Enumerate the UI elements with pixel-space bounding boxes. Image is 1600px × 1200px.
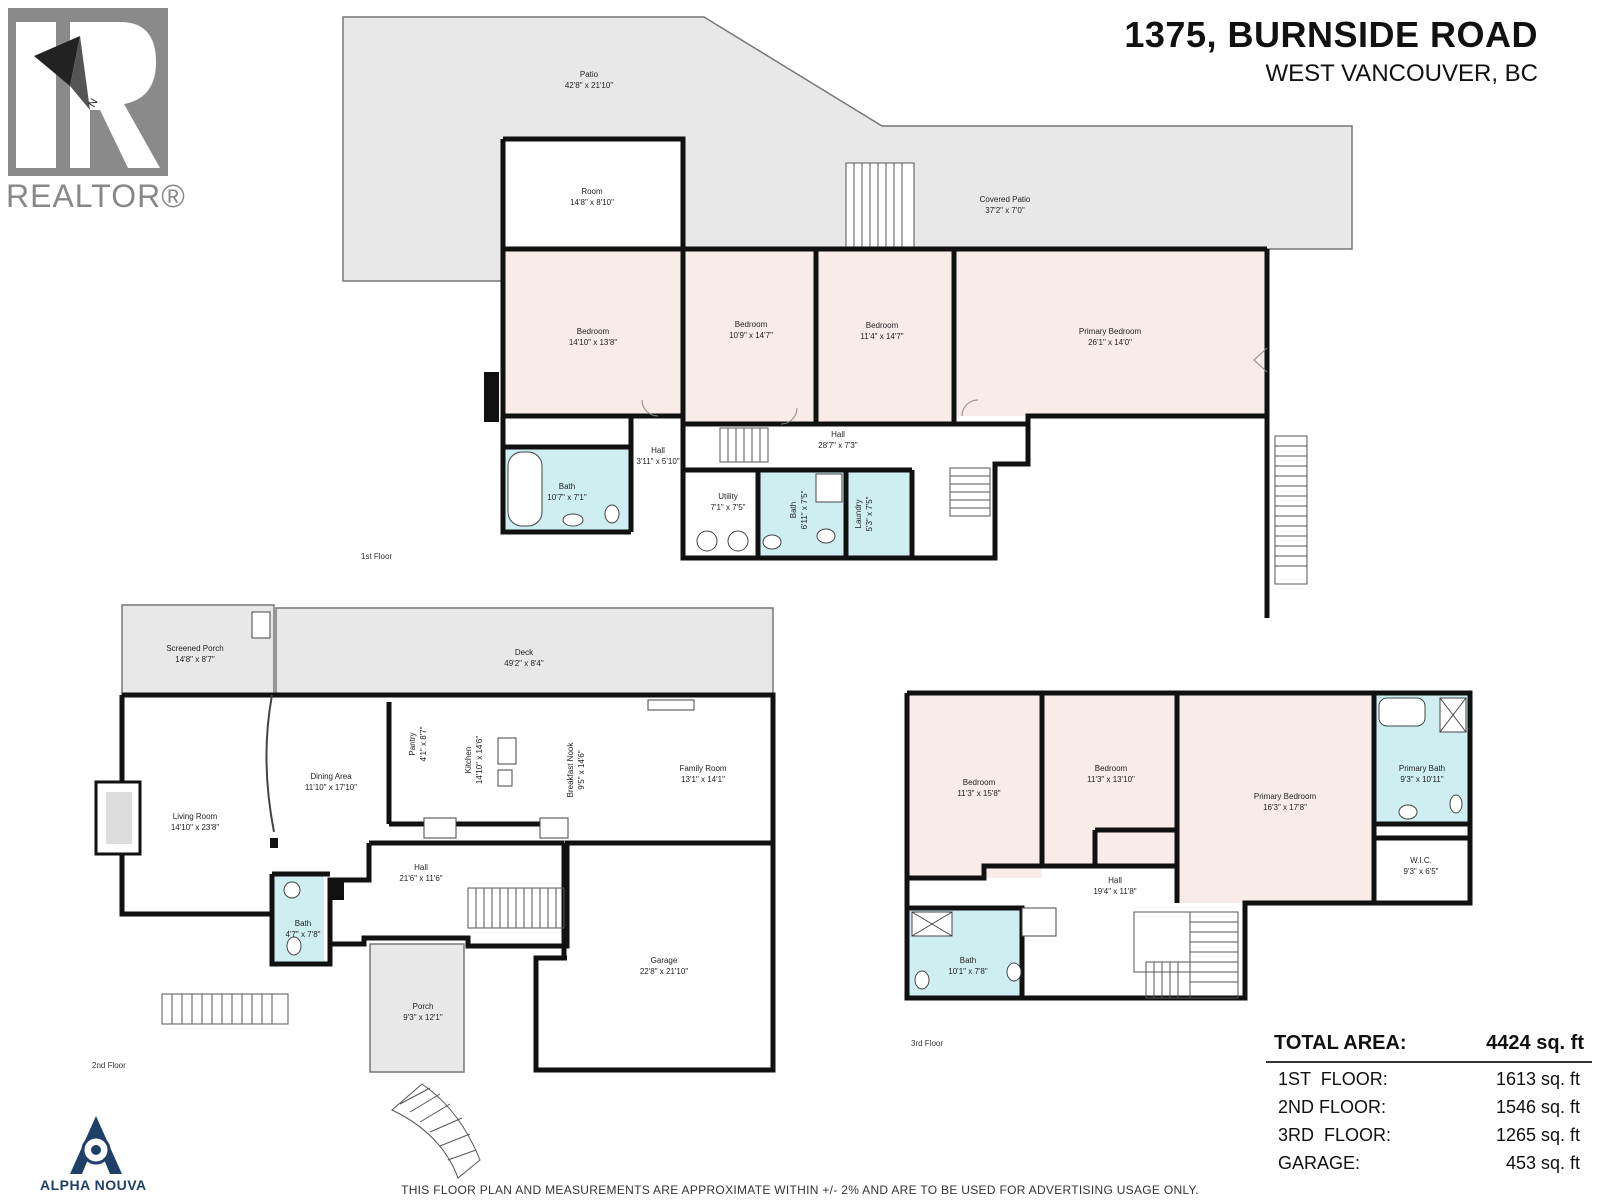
third-floor-plan bbox=[904, 690, 1473, 1001]
disclaimer-text: THIS FLOOR PLAN AND MEASUREMENTS ARE APP… bbox=[401, 1183, 1199, 1197]
property-city: WEST VANCOUVER, BC bbox=[1265, 60, 1538, 87]
floor-label-second: 2nd Floor bbox=[92, 1061, 126, 1070]
area-row-first-floor: 1ST FLOOR: 1613 sq. ft bbox=[1266, 1063, 1592, 1091]
area-total-label: TOTAL AREA: bbox=[1274, 1032, 1407, 1054]
area-row-third-floor: 3RD FLOOR: 1265 sq. ft bbox=[1266, 1119, 1592, 1147]
floor-label-third: 3rd Floor bbox=[911, 1039, 944, 1048]
property-address: 1375, BURNSIDE ROAD bbox=[1124, 14, 1538, 55]
alpha-nouva-wordmark: ALPHA NOUVA bbox=[40, 1177, 147, 1193]
area-row-second-floor: 2ND FLOOR: 1546 sq. ft bbox=[1266, 1091, 1592, 1119]
floor-label-first: 1st Floor bbox=[361, 552, 393, 561]
area-row-label: GARAGE: bbox=[1278, 1153, 1361, 1173]
alpha-nouva-logo bbox=[70, 1116, 122, 1174]
area-row-label: 3RD FLOOR: bbox=[1278, 1125, 1392, 1145]
area-row-label: 2ND FLOOR: bbox=[1278, 1097, 1387, 1117]
realtor-wordmark: REALTOR® bbox=[6, 178, 186, 214]
first-floor-plan bbox=[342, 16, 1353, 618]
area-row-label: 1ST FLOOR: bbox=[1278, 1069, 1388, 1089]
area-total-row: TOTAL AREA: 4424 sq. ft bbox=[1266, 1032, 1592, 1063]
second-floor-plan bbox=[94, 604, 776, 1179]
area-total-value: 4424 sq. ft bbox=[1486, 1032, 1584, 1054]
area-row-value: 1546 sq. ft bbox=[1495, 1097, 1580, 1117]
area-row-value: 1613 sq. ft bbox=[1495, 1069, 1580, 1089]
realtor-logo bbox=[8, 8, 168, 176]
area-row-garage: GARAGE: 453 sq. ft bbox=[1266, 1147, 1592, 1175]
room-label-wic: W.I.C.9'3" x 6'5" bbox=[1403, 856, 1439, 876]
area-summary-table: TOTAL AREA: 4424 sq. ft 1ST FLOOR: 1613 … bbox=[1266, 1032, 1592, 1175]
area-row-value: 1265 sq. ft bbox=[1495, 1125, 1580, 1145]
area-row-value: 453 sq. ft bbox=[1505, 1153, 1580, 1173]
